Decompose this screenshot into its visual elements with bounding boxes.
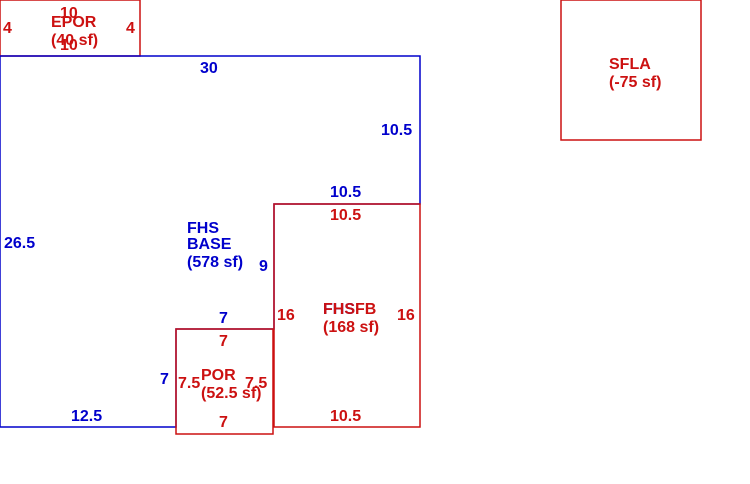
base-name-line2: BASE xyxy=(187,236,232,253)
sfla-name: SFLA xyxy=(609,56,651,73)
dim-fb-bottom: 10.5 xyxy=(330,408,361,425)
fhsfb-name-base: FHS xyxy=(323,301,355,318)
dim-base-bottom: 12.5 xyxy=(71,408,102,425)
fhsfb-outline xyxy=(273,203,421,428)
por-outline xyxy=(175,328,274,435)
dim-epor-bottom: 10 xyxy=(60,37,78,54)
dim-base-step-top: 10.5 xyxy=(330,184,361,201)
fhsfb-name: FHSFB xyxy=(323,301,376,318)
por-name: POR xyxy=(201,367,236,384)
dim-base-por-top: 7 xyxy=(219,310,228,327)
dim-base-top: 30 xyxy=(200,60,218,77)
sfla-area: (-75 sf) xyxy=(609,74,661,91)
dim-fb-right: 16 xyxy=(397,307,415,324)
dim-por-left: 7.5 xyxy=(178,375,200,392)
dim-epor-right: 4 xyxy=(126,20,135,37)
dim-base-left: 26.5 xyxy=(4,235,35,252)
fhsfb-area: (168 sf) xyxy=(323,319,379,336)
dim-fb-left: 16 xyxy=(277,307,295,324)
dim-base-por-left: 7 xyxy=(160,371,169,388)
dim-por-top: 7 xyxy=(219,333,228,350)
dim-por-right: 7.5 xyxy=(245,375,267,392)
por-area: (52.5 sf) xyxy=(201,385,261,402)
dim-por-bottom: 7 xyxy=(219,414,228,431)
base-area: (578 sf) xyxy=(187,254,243,271)
dim-fb-top: 10.5 xyxy=(330,207,361,224)
dim-epor-top: 10 xyxy=(60,5,78,22)
epor-area: (40 sf) xyxy=(51,32,98,49)
epor-name: EPOR xyxy=(51,14,97,31)
base-name-line1: FHS xyxy=(187,220,219,237)
dim-base-right: 10.5 xyxy=(381,122,412,139)
dim-epor-left: 4 xyxy=(3,20,12,37)
dim-base-inner: 9 xyxy=(259,258,268,275)
sfla-outline xyxy=(560,0,702,141)
